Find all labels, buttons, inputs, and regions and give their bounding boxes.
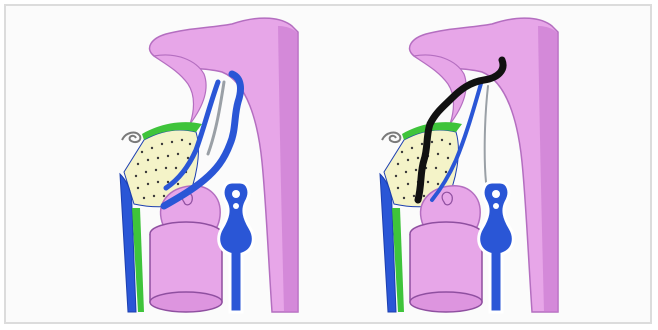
vestibule-hole-top bbox=[492, 190, 500, 198]
swirl-mark bbox=[382, 133, 400, 143]
diagram-svg-left bbox=[92, 12, 382, 320]
blue-vestibule bbox=[219, 182, 254, 312]
figure-frame bbox=[4, 4, 652, 324]
swirl-mark bbox=[122, 133, 140, 143]
cylinder-bottom bbox=[410, 292, 482, 312]
cylinder-bottom bbox=[150, 292, 222, 312]
vestibule-hole-mid bbox=[233, 203, 239, 209]
diagram-panel-right bbox=[352, 12, 642, 320]
vestibule-hole-top bbox=[232, 190, 240, 198]
diagram-panel-left bbox=[92, 12, 382, 320]
diagram-svg-right bbox=[352, 12, 642, 320]
grey-wavy-line bbox=[485, 86, 488, 182]
blue-vestibule bbox=[479, 182, 514, 312]
vestibule-hole-mid bbox=[493, 203, 499, 209]
